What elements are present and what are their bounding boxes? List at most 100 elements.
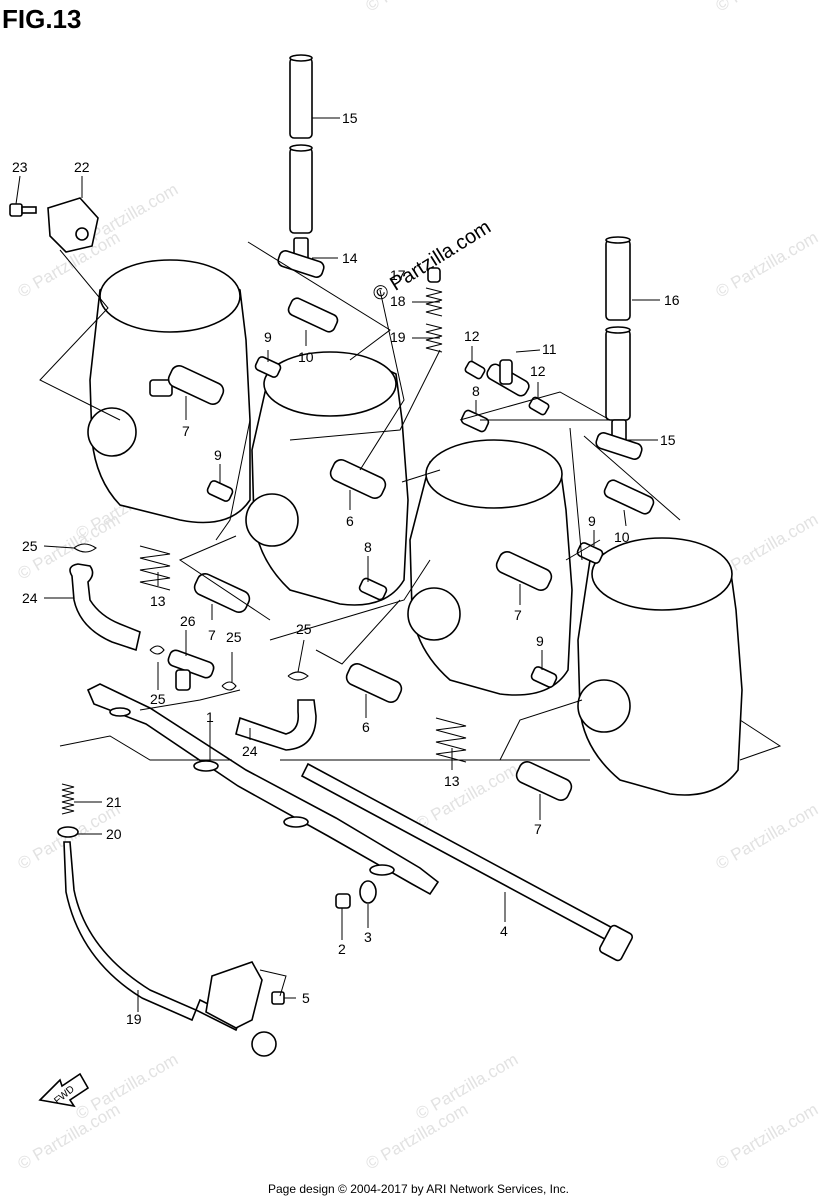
- callout-6: 6: [362, 719, 370, 735]
- fitting-12-b: [528, 396, 550, 416]
- callout-10: 10: [614, 529, 630, 545]
- fwd-arrow-icon: FWD: [38, 1072, 90, 1108]
- callout-9: 9: [536, 633, 544, 649]
- callout-10: 10: [298, 349, 314, 365]
- carburetor-4: [577, 537, 743, 796]
- callout-14: 15: [660, 432, 676, 448]
- callout-13: 13: [444, 773, 460, 789]
- callout-leaders: [15, 117, 660, 1012]
- callout-26: 26: [180, 613, 196, 629]
- watermark: © Partzilla.com: [713, 1100, 822, 1174]
- pipe-9-c: [576, 542, 604, 564]
- spring-13-b: [435, 717, 467, 763]
- pipe-6-b: [345, 663, 403, 703]
- pipe-9-b: [206, 480, 234, 502]
- callout-5: 5: [302, 990, 310, 1006]
- watermark: © Partzilla.com: [15, 1100, 124, 1174]
- callout-1: 1: [206, 709, 214, 725]
- carburetor-1: [87, 259, 251, 524]
- callout-7: 7: [208, 627, 216, 643]
- watermark: © Partzilla.com: [363, 0, 472, 15]
- carburetor-2: [245, 351, 409, 606]
- pipe-9-d: [530, 666, 558, 688]
- spring-13-a: [139, 545, 171, 591]
- tjoint-14-left: [277, 237, 325, 278]
- callout-4: 4: [500, 923, 508, 939]
- callout-20: 20: [106, 826, 122, 842]
- assembly-lines: [39, 241, 782, 997]
- callout-15: 16: [664, 292, 680, 308]
- callout-7: 7: [534, 821, 542, 837]
- callout-12: 12: [464, 328, 480, 344]
- callout-9: 9: [214, 447, 222, 463]
- callout-7: 7: [182, 423, 190, 439]
- hose-24-a: [69, 563, 141, 652]
- callout-9: 9: [588, 513, 596, 529]
- callout-13: 13: [150, 593, 166, 609]
- pipe-6-a: [329, 459, 387, 499]
- watermark: © Partzilla.com: [713, 800, 822, 874]
- fitting-11: [486, 359, 530, 397]
- pipe-7-b: [495, 551, 553, 591]
- callout-16: 17: [390, 267, 406, 283]
- pipe-8-b: [358, 577, 388, 601]
- figure-title: FIG.13: [2, 4, 81, 34]
- fitting-12-a: [464, 360, 486, 380]
- spring-set-16-18: [425, 267, 443, 353]
- bracket-19: [205, 961, 263, 1029]
- hose-10-left: [287, 297, 339, 333]
- adapter-22: [47, 197, 99, 253]
- callout-8: 8: [364, 539, 372, 555]
- callout-8: 8: [472, 383, 480, 399]
- spring-21: [61, 783, 75, 815]
- watermark: © Partzilla.com: [413, 760, 522, 834]
- callout-7: 7: [514, 607, 522, 623]
- hose-15-left: [289, 54, 313, 234]
- callout-15: 15: [342, 110, 358, 126]
- callout-18: 19: [390, 329, 406, 345]
- callout-11: 11: [542, 341, 557, 357]
- callout-25: 25: [150, 691, 166, 707]
- hose-15-right: [605, 236, 631, 421]
- shaft-4: [300, 762, 634, 962]
- callout-9: 9: [264, 329, 272, 345]
- callout-22: 22: [74, 159, 90, 175]
- hose-10-right: [603, 479, 655, 515]
- callout-12: 12: [530, 363, 546, 379]
- pipe-7-d: [515, 761, 573, 801]
- callout-17: 18: [390, 293, 406, 309]
- callout-23: 23: [12, 159, 28, 175]
- callout-19: 19: [126, 1011, 142, 1027]
- pipe-7-a: [167, 365, 225, 405]
- callout-2: 2: [338, 941, 346, 957]
- callout-25: 25: [226, 629, 242, 645]
- callout-25: 25: [296, 621, 312, 637]
- watermark-main: © Partzilla.com: [369, 216, 495, 306]
- callout-21: 21: [106, 794, 122, 810]
- pipe-7-c: [193, 573, 251, 613]
- watermark: © Partzilla.com: [713, 228, 822, 302]
- washer-3: [359, 880, 377, 904]
- tjoint-14-right: [595, 419, 643, 460]
- screw-5: [271, 991, 285, 1005]
- pipe-9-a: [254, 356, 282, 378]
- screw-23: [9, 203, 37, 217]
- callout-14: 14: [342, 250, 358, 266]
- hose-24-b: [235, 699, 317, 751]
- callout-6: 6: [346, 513, 354, 529]
- callout-3: 3: [364, 929, 372, 945]
- watermark: © Partzilla.com: [73, 1050, 182, 1124]
- callout-24: 24: [22, 590, 38, 606]
- washer-20: [57, 826, 79, 838]
- bolt-2: [335, 893, 351, 909]
- joint-26: [167, 649, 215, 691]
- bracket-1: [86, 683, 440, 896]
- callout-25: 25: [22, 538, 38, 554]
- clamp-25: [73, 543, 309, 691]
- watermark: © Partzilla.com: [713, 0, 822, 15]
- carburetor-3: [407, 439, 573, 696]
- callouts: 15 14 16 15 17 18 19 11 12 12 23 22 7 6 …: [12, 110, 680, 1027]
- callout-24: 24: [242, 743, 258, 759]
- page-footer: Page design © 2004-2017 by ARI Network S…: [268, 1182, 569, 1196]
